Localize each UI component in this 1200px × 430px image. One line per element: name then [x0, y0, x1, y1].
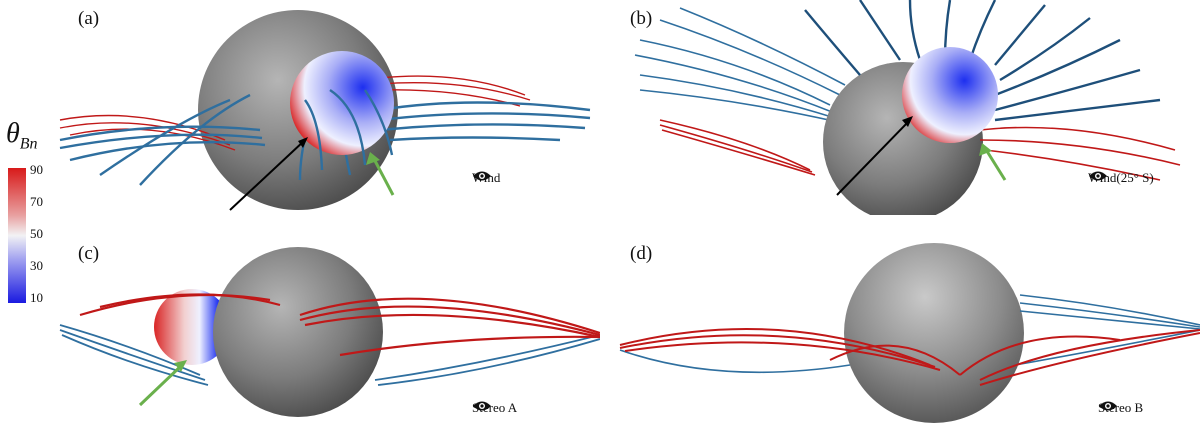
panel-b: (b) Wind(25° S): [600, 0, 1200, 215]
colorbar-tick: 50: [30, 226, 43, 241]
panel-label: (d): [630, 243, 653, 264]
panel-label: (a): [78, 8, 100, 29]
closed-field-lines: [659, 119, 1181, 181]
panel-c-scene: [59, 247, 600, 417]
black-arrow: [229, 139, 306, 211]
closed-field-lines: [619, 328, 1200, 386]
shock-sphere: [902, 47, 998, 143]
black-arrowhead: [298, 137, 308, 148]
view-label: Wind(25° S): [1088, 170, 1154, 186]
black-arrowhead: [902, 116, 913, 127]
colorbar-tick: 10: [30, 290, 43, 305]
green-arrow: [138, 363, 184, 407]
green-arrowhead: [366, 152, 380, 165]
view-label: Stereo B: [1098, 400, 1143, 416]
eye-icon: [1099, 401, 1117, 411]
eye-icon: [473, 401, 491, 411]
panel-a: (a) Wind: [0, 0, 600, 215]
colorbar: θBn 90 70 50 30 10: [0, 118, 70, 318]
eye-icon: [473, 171, 491, 181]
green-arrowhead: [979, 143, 992, 156]
panel-label: (b): [630, 8, 653, 29]
green-arrow: [983, 147, 1007, 181]
colorbar-tick: 70: [30, 194, 43, 209]
view-text: Wind(25° S): [1088, 170, 1154, 185]
sun-sphere: [844, 243, 1024, 423]
view-label: Stereo A: [472, 400, 517, 416]
panel-label: (c): [78, 243, 100, 264]
open-field-lines-dark: [804, 0, 1161, 122]
open-field-lines: [59, 324, 600, 386]
colorbar-gradient: [8, 168, 26, 303]
shock-sphere: [154, 289, 230, 365]
open-field-lines: [634, 7, 846, 123]
panel-d: (d) Stereo B: [600, 215, 1200, 430]
open-field-lines-front: [304, 89, 394, 171]
colorbar-tick: 90: [30, 162, 43, 177]
green-arrowhead: [174, 360, 187, 372]
black-arrow: [836, 119, 911, 196]
colorbar-tick: 30: [30, 258, 43, 273]
view-label: Wind: [472, 170, 500, 186]
sun-sphere: [213, 247, 383, 417]
panel-c: (c) Stereo A: [0, 215, 600, 430]
eye-icon: [1089, 171, 1107, 181]
colorbar-title: θBn: [6, 118, 38, 153]
panel-a-scene: [59, 10, 591, 211]
open-field-lines: [619, 294, 1200, 374]
panel-d-scene: [619, 243, 1200, 423]
closed-field-lines: [79, 293, 600, 357]
green-arrow: [371, 156, 395, 196]
panel-b-scene: [634, 0, 1181, 215]
